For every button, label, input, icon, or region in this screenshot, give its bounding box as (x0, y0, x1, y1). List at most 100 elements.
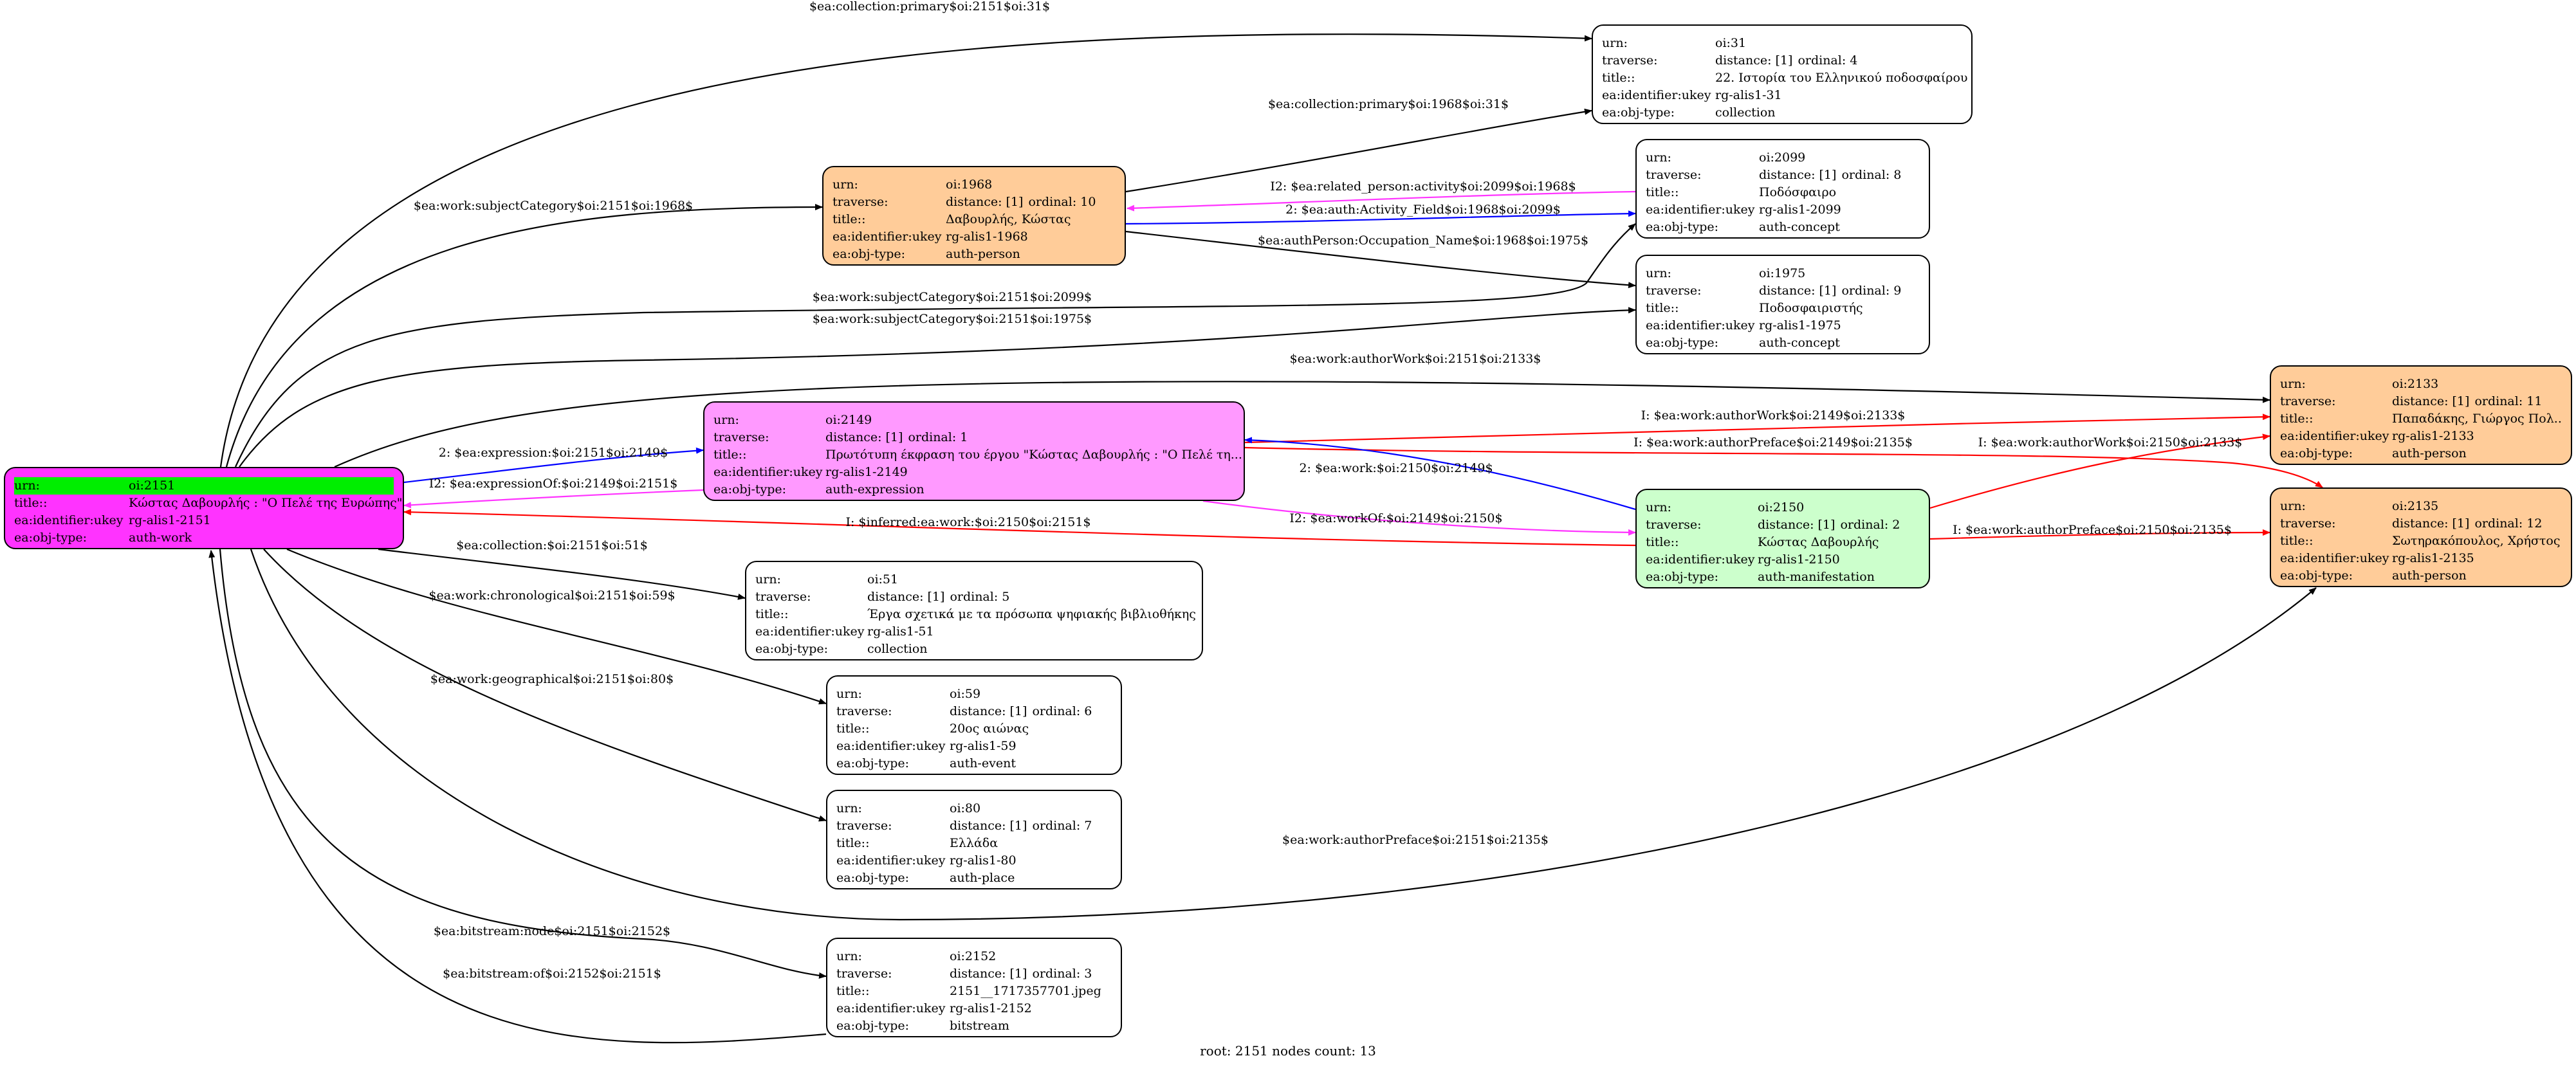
node-urn-row: urn:oi:2150 (1646, 499, 1920, 516)
ordinal-value: ordinal: 9 (1841, 284, 1902, 298)
edge-line (208, 550, 827, 1044)
edge-label: 2: $ea:auth:Activity_Field$oi:1968$oi:20… (1285, 203, 1561, 217)
ordinal-value: ordinal: 6 (1032, 704, 1092, 718)
edge-layer (208, 33, 2323, 1044)
edge-line (1127, 190, 1636, 212)
edge-label: 2: $ea:work:$oi:2150$oi:2149$ (1299, 461, 1493, 475)
type-key: ea:obj-type: (2280, 446, 2353, 460)
distance-value: distance: [1] (950, 704, 1027, 718)
traverse-key: traverse: (836, 819, 892, 833)
type-value: auth-person (2392, 569, 2467, 583)
edge-label: I2: $ea:related_person:activity$oi:2099$… (1270, 179, 1576, 194)
traverse-value: distance: [1] ordinal: 2 (1758, 516, 1920, 534)
ukey-key: ea:identifier:ukey (836, 739, 946, 753)
edge-label: $ea:collection:primary$oi:1968$oi:31$ (1268, 97, 1509, 111)
ukey-key: ea:identifier:ukey (1602, 88, 1711, 102)
urn-value: oi:1968 (946, 178, 993, 192)
title-value: Σωτηρακόπουλος, Χρήστος (2392, 534, 2561, 548)
ordinal-value: ordinal: 3 (1032, 967, 1092, 981)
title-key: title:: (755, 607, 789, 621)
urn-key: urn: (1646, 500, 1671, 514)
node-traverse-row: traverse:distance: [1]ordinal: 6 (836, 703, 1112, 720)
distance-value: distance: [1] (1758, 518, 1835, 532)
ukey-key: ea:identifier:ukey (836, 853, 946, 868)
urn-key: urn: (833, 178, 858, 192)
title-value: Πρωτότυπη έκφραση του έργου "Κώστας Δαβο… (825, 448, 1242, 462)
edge-label: $ea:work:subjectCategory$oi:2151$oi:1968… (414, 199, 693, 213)
urn-key: urn: (14, 478, 40, 493)
edge-line (1929, 529, 2270, 540)
type-key: ea:obj-type: (1646, 220, 1719, 234)
graph-footer: root: 2151 nodes count: 13 (1200, 1043, 1376, 1059)
traverse-value: distance: [1]ordinal: 5 (867, 588, 1193, 606)
ordinal-value: ordinal: 2 (1840, 518, 1900, 532)
type-value: auth-concept (1759, 220, 1840, 234)
node-urn-row: urn:oi:2135 (2280, 498, 2562, 515)
node-type-row: ea:obj-type:auth-concept (1646, 334, 1920, 352)
distance-value: distance: [1] (867, 590, 945, 604)
node-type-row: ea:obj-type:auth-expression (713, 481, 1235, 498)
ukey-key: ea:identifier:ukey (1646, 318, 1755, 332)
traverse-value: distance: [1]ordinal: 4 (1715, 52, 1962, 69)
edge-label: $ea:work:geographical$oi:2151$oi:80$ (430, 672, 674, 686)
ordinal-value: ordinal: 8 (1841, 168, 1902, 182)
node-urn-row: urn: oi:1968 (833, 176, 1116, 194)
traverse-key: traverse: (713, 430, 769, 444)
traverse-value: distance: [1]ordinal: 1 (825, 429, 1235, 446)
node-oi-2151[interactable]: urn:oi:2151 title::Κώστας Δαβουρλής : "Ο… (4, 467, 404, 549)
title-value: Κώστας Δαβουρλής : "Ο Πελέ της Ευρώπης" (129, 496, 403, 510)
node-title-row: title::Δαβουρλής, Κώστας (833, 211, 1116, 228)
title-key: title:: (836, 722, 870, 736)
edge-line (286, 548, 827, 705)
edge-label: $ea:bitstream:of$oi:2152$oi:2151$ (443, 967, 661, 981)
urn-key: urn: (1646, 266, 1671, 280)
node-traverse-row: traverse:distance: [1]ordinal: 4 (1602, 52, 1962, 69)
title-key: title:: (833, 212, 866, 226)
edge-line (1125, 210, 1636, 225)
type-key: ea:obj-type: (1646, 570, 1719, 584)
type-key: ea:obj-type: (755, 642, 829, 656)
edge-label-layer: $ea:collection:primary$oi:2151$oi:31$ $ea… (414, 0, 2243, 981)
ukey-value: rg-alis1-2133 (2392, 429, 2474, 443)
urn-value: oi:51 (867, 572, 899, 587)
ordinal-value: ordinal: 4 (1798, 53, 1858, 68)
ukey-value: rg-alis1-2151 (129, 513, 211, 527)
traverse-value: distance: [1]ordinal: 9 (1759, 282, 1920, 300)
traverse-value: distance: [1]ordinal: 11 (2392, 393, 2562, 410)
type-key: ea:obj-type: (836, 1019, 910, 1033)
traverse-value: distance: [1]ordinal: 12 (2392, 515, 2562, 532)
edge-label: $ea:collection:primary$oi:2151$oi:31$ (809, 0, 1050, 14)
edge-label: $ea:work:chronological$oi:2151$oi:59$ (428, 588, 675, 603)
distance-value: distance: [1] (950, 819, 1027, 833)
distance-value: distance: [1] (946, 195, 1024, 209)
node-traverse-row: traverse:distance: [1]ordinal: 3 (836, 965, 1112, 983)
ukey-value: rg-alis1-51 (867, 624, 934, 639)
node-urn-row: urn:oi:2151 (14, 477, 394, 495)
node-title-row: title::Κώστας Δαβουρλής (1646, 534, 1920, 551)
ukey-value: rg-alis1-80 (950, 853, 1017, 868)
ordinal-value: ordinal: 11 (2474, 394, 2543, 408)
title-key: title:: (1646, 185, 1679, 199)
traverse-value: distance: [1] ordinal: 6 (950, 703, 1112, 720)
node-ukey-row: ea:identifier:ukey rg-alis1-80 (836, 852, 1112, 869)
distance-value: distance: [1] (825, 430, 903, 444)
